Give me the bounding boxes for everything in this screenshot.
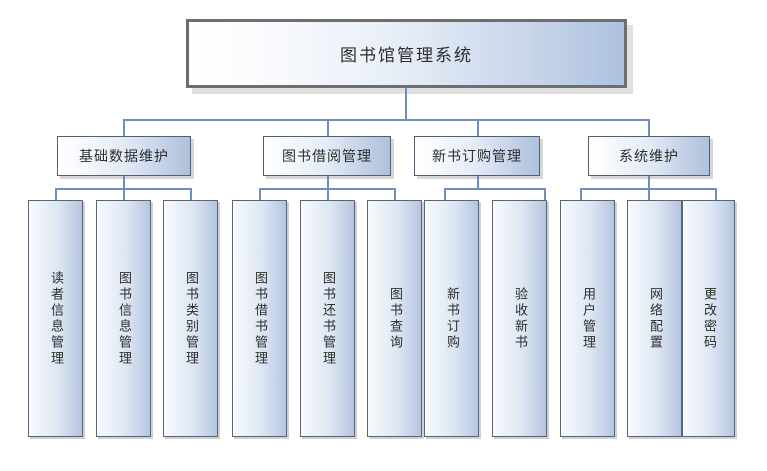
leaf-node-text-wrap: 图书类别管理	[164, 201, 217, 436]
connector-branch1-leaf1	[55, 188, 57, 201]
branch-node-label: 新书订购管理	[432, 149, 522, 165]
leaf-node-network-configuration[interactable]: 网络配置	[627, 200, 682, 437]
leaf-node-label: 读者信息管理	[48, 270, 63, 367]
leaf-node-user-management[interactable]: 用户管理	[560, 200, 615, 437]
connector-branch3-leaf1	[444, 188, 446, 201]
leaf-node-change-password[interactable]: 更改密码	[682, 200, 735, 437]
connector-branch3-stem	[477, 176, 479, 189]
connector-branch2-leaf1	[259, 188, 261, 201]
branch-node-label: 系统维护	[619, 149, 679, 165]
leaf-node-text-wrap: 读者信息管理	[29, 201, 82, 436]
branch-node-new-book-ordering-management[interactable]: 新书订购管理	[414, 136, 540, 176]
connector-drop-branch-3	[477, 119, 479, 136]
leaf-node-label: 图书查询	[387, 286, 402, 351]
leaf-node-label: 验收新书	[512, 286, 527, 351]
root-node-library-management-system[interactable]: 图书馆管理系统	[186, 19, 627, 88]
connector-drop-branch-4	[648, 119, 650, 136]
connector-branch3-leaf2	[544, 188, 546, 201]
branch-node-basic-data-maintenance[interactable]: 基础数据维护	[57, 136, 191, 176]
connector-drop-branch-1	[123, 119, 125, 136]
leaf-node-text-wrap: 新书订购	[425, 201, 478, 436]
leaf-node-text-wrap: 图书查询	[368, 201, 421, 436]
connector-branch2-leaf3	[394, 188, 396, 201]
connector-drop-branch-2	[327, 119, 329, 136]
connector-branch4-leaf2	[648, 188, 650, 201]
leaf-node-new-book-ordering[interactable]: 新书订购	[424, 200, 479, 437]
leaf-node-label: 图书借书管理	[252, 270, 267, 367]
connector-level2-bus	[123, 119, 649, 121]
connector-branch1-leaf3	[190, 188, 192, 201]
leaf-node-book-query[interactable]: 图书查询	[367, 200, 422, 437]
branch-node-book-borrowing-management[interactable]: 图书借阅管理	[263, 136, 391, 176]
leaf-node-label: 图书类别管理	[183, 270, 198, 367]
leaf-node-new-book-acceptance[interactable]: 验收新书	[492, 200, 547, 437]
branch-node-label: 基础数据维护	[79, 149, 169, 165]
leaf-node-text-wrap: 网络配置	[628, 201, 681, 436]
leaf-node-text-wrap: 用户管理	[561, 201, 614, 436]
connector-branch1-stem	[123, 176, 125, 189]
connector-branch3-bus	[444, 188, 546, 190]
leaf-node-label: 图书信息管理	[116, 270, 131, 367]
leaf-node-label: 更改密码	[701, 286, 716, 351]
root-node-label: 图书馆管理系统	[340, 46, 473, 66]
leaf-node-label: 用户管理	[580, 286, 595, 351]
leaf-node-book-return-management[interactable]: 图书还书管理	[300, 200, 355, 437]
leaf-node-text-wrap: 图书信息管理	[97, 201, 150, 436]
branch-node-label: 图书借阅管理	[282, 149, 372, 165]
leaf-node-book-lending-management[interactable]: 图书借书管理	[232, 200, 287, 437]
branch-node-system-maintenance[interactable]: 系统维护	[588, 136, 710, 176]
leaf-node-label: 网络配置	[647, 286, 662, 351]
connector-branch4-leaf3	[715, 188, 717, 201]
leaf-node-text-wrap: 验收新书	[493, 201, 546, 436]
connector-branch2-leaf2	[327, 188, 329, 201]
connector-branch4-stem	[648, 176, 650, 189]
connector-root-stem	[405, 88, 407, 120]
leaf-node-label: 图书还书管理	[320, 270, 335, 367]
leaf-node-book-category-management[interactable]: 图书类别管理	[163, 200, 218, 437]
connector-branch2-stem	[327, 176, 329, 189]
leaf-node-reader-info-management[interactable]: 读者信息管理	[28, 200, 83, 437]
connector-branch1-leaf2	[123, 188, 125, 201]
connector-branch4-leaf1	[580, 188, 582, 201]
leaf-node-text-wrap: 图书借书管理	[233, 201, 286, 436]
leaf-node-book-info-management[interactable]: 图书信息管理	[96, 200, 151, 437]
leaf-node-text-wrap: 更改密码	[683, 201, 734, 436]
leaf-node-text-wrap: 图书还书管理	[301, 201, 354, 436]
leaf-node-label: 新书订购	[444, 286, 459, 351]
